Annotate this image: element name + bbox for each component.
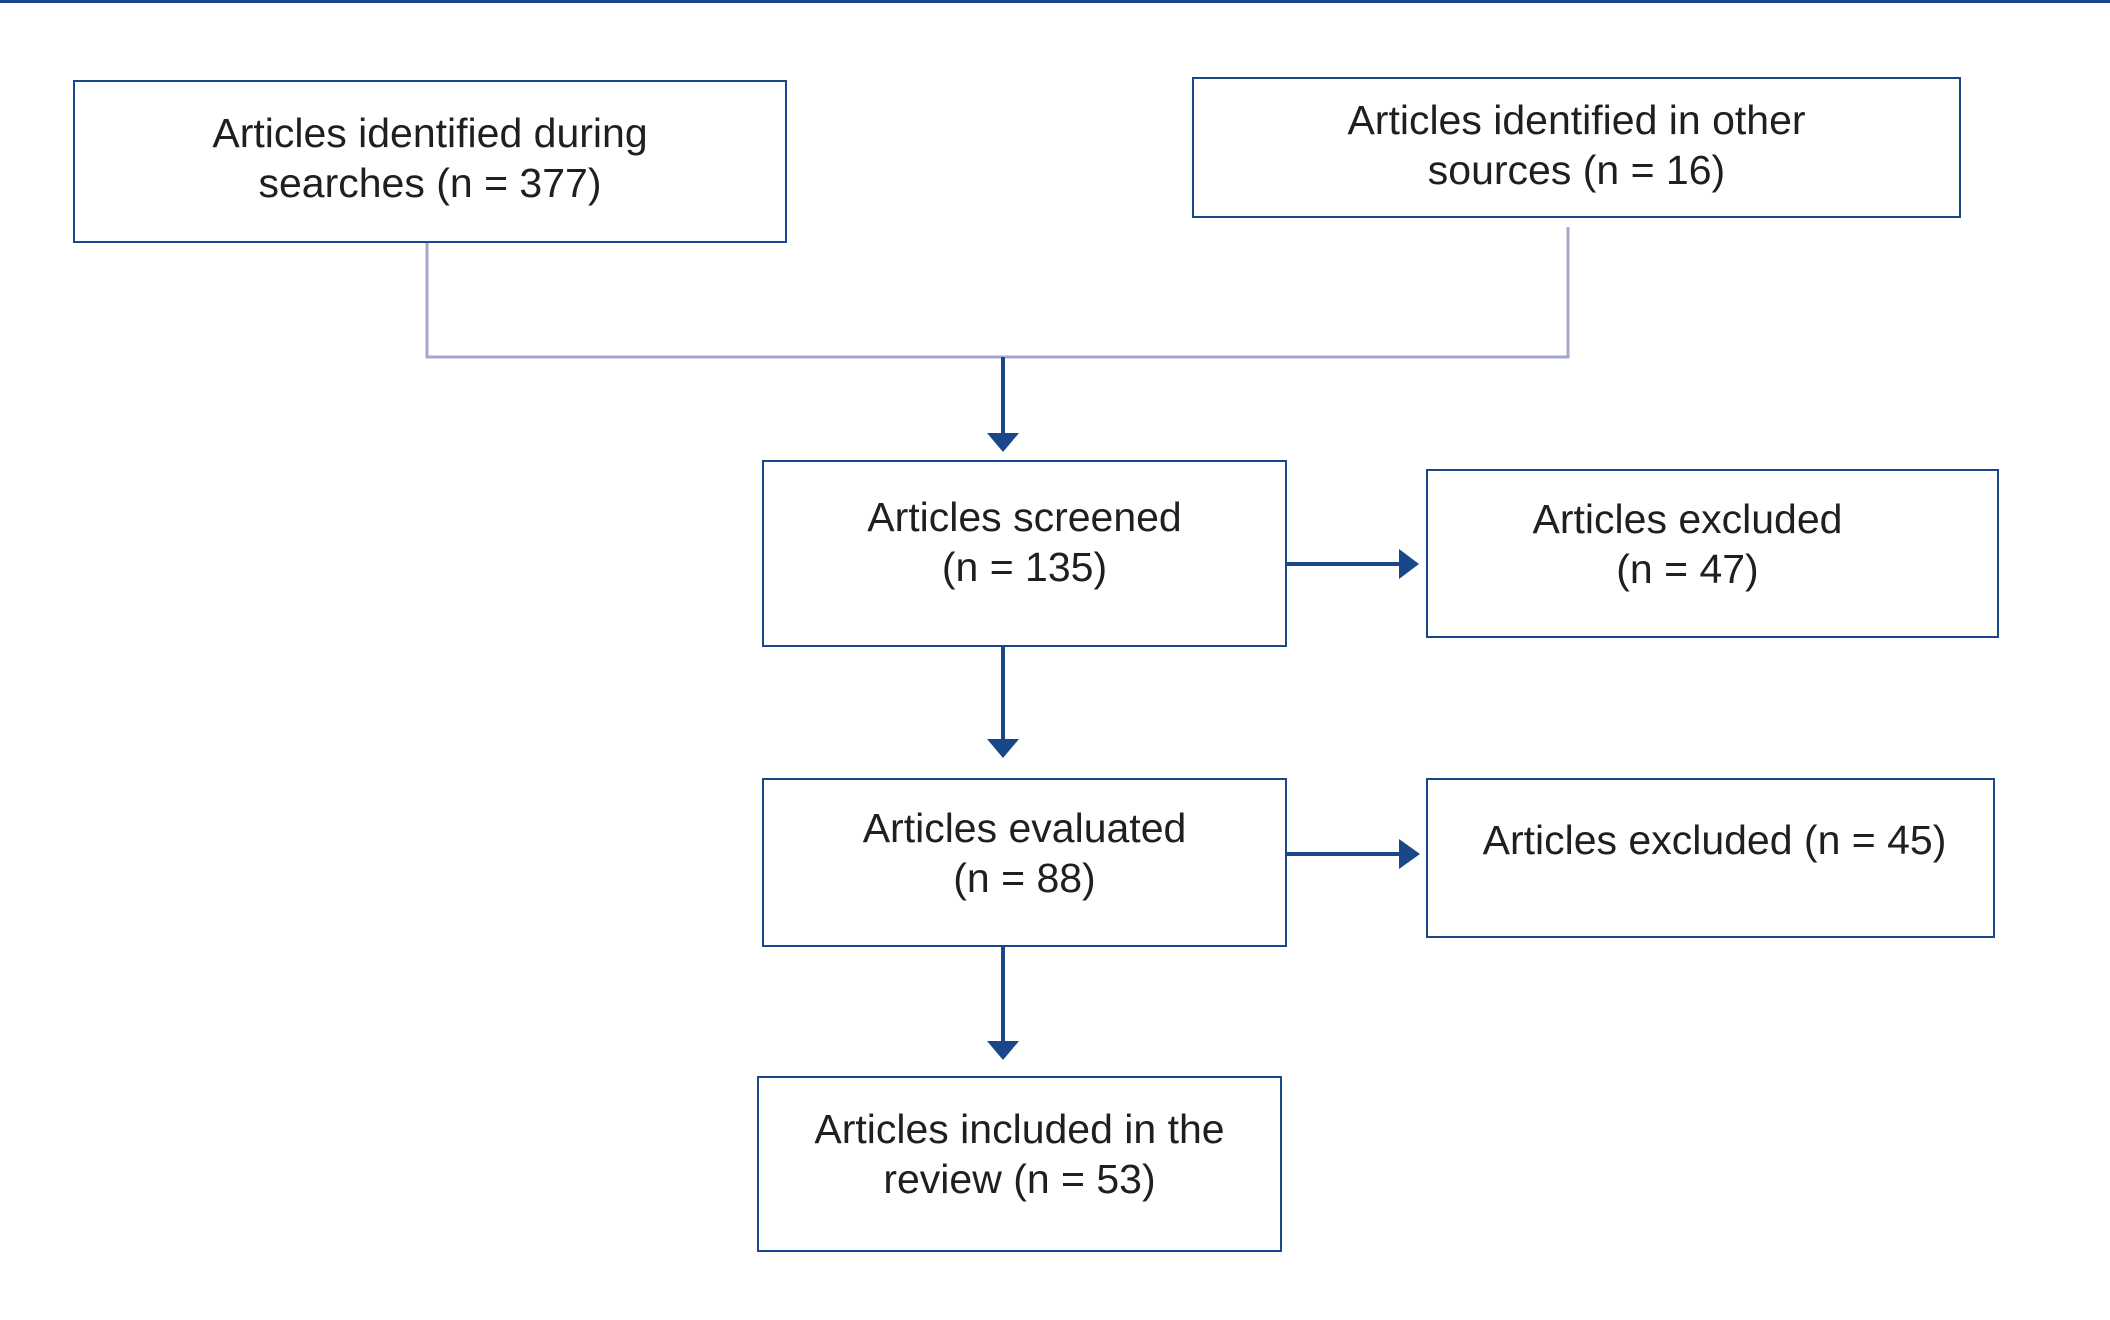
box-articles-excluded-screening: Articles excluded (n = 47) — [1426, 469, 1999, 638]
arrowhead-excluded-2 — [1399, 839, 1420, 869]
included-label: Articles included in the review (n = 53) — [814, 1106, 1225, 1202]
box-articles-included: Articles included in the review (n = 53) — [757, 1076, 1282, 1252]
box-articles-excluded-evaluation: Articles excluded (n = 45) — [1426, 778, 1995, 938]
arrowhead-included — [987, 1041, 1019, 1060]
merge-line — [425, 227, 1570, 359]
arrowhead-excluded-1 — [1399, 549, 1419, 579]
top-rule — [0, 0, 2110, 3]
identified-searches-label: Articles identified during searches (n =… — [212, 109, 648, 206]
box-identified-searches: Articles identified during searches (n =… — [73, 80, 787, 243]
arrowhead-screened — [987, 433, 1019, 452]
excluded-evaluation-label: Articles excluded (n = 45) — [1482, 817, 1947, 863]
box-articles-evaluated: Articles evaluated (n = 88) — [762, 778, 1287, 947]
evaluated-label: Articles evaluated (n = 88) — [862, 804, 1187, 901]
identified-other-label: Articles identified in other sources (n … — [1347, 96, 1806, 193]
excluded-screening-label: Articles excluded (n = 47) — [1532, 495, 1843, 592]
screened-label: Articles screened (n = 135) — [867, 493, 1182, 590]
box-articles-screened: Articles screened (n = 135) — [762, 460, 1287, 647]
arrowhead-evaluated — [987, 739, 1019, 758]
box-identified-other-sources: Articles identified in other sources (n … — [1192, 77, 1961, 218]
